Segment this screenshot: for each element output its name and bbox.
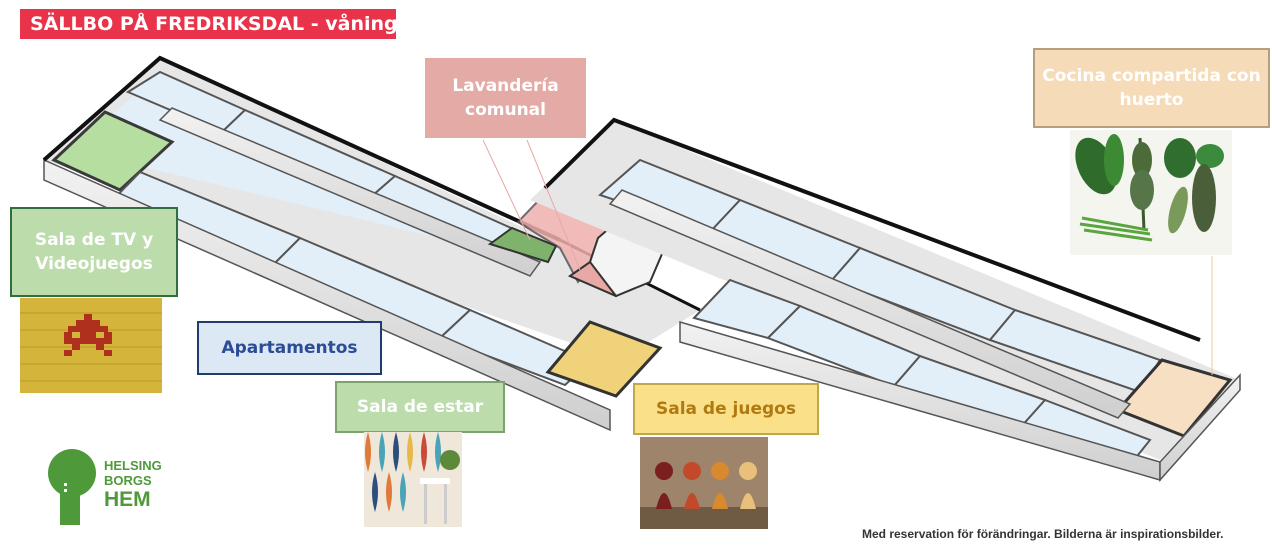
company-logo: HELSING BORGS HEM (44, 449, 168, 525)
label-sala-de-juegos: Sala de juegos (633, 383, 819, 435)
wallpaper-photo (364, 432, 462, 527)
right-building (530, 117, 1241, 482)
game-pawns-photo (640, 437, 768, 529)
label-apartamentos: Apartamentos (197, 321, 382, 375)
logo-line-2: BORGS (104, 473, 152, 488)
space-invader-photo (20, 298, 162, 393)
left-building (42, 55, 701, 432)
tv-room-floor (51, 110, 175, 192)
living-room-floor (545, 320, 663, 398)
disclaimer-text: Med reservation för förändringar. Bilder… (862, 527, 1224, 541)
kitchen-floor (1115, 358, 1233, 438)
leader-lines (482, 139, 1213, 375)
upper-wing-rooms (125, 70, 522, 254)
utility-room (487, 226, 558, 264)
herbs-photo (1070, 130, 1232, 255)
label-tv-room: Sala de TV y Videojuegos (10, 207, 178, 297)
logo-line-3: HEM (104, 488, 151, 511)
label-cocina: Cocina compartida con huerto (1033, 48, 1270, 128)
tree-logo-icon (48, 449, 96, 525)
logo-line-1: HELSING (104, 458, 162, 473)
label-lavanderia: Lavandería comunal (423, 56, 588, 140)
page-title: SÄLLBO PÅ FREDRIKSDAL - våning 1 (20, 9, 417, 39)
label-sala-de-estar: Sala de estar (335, 381, 505, 433)
